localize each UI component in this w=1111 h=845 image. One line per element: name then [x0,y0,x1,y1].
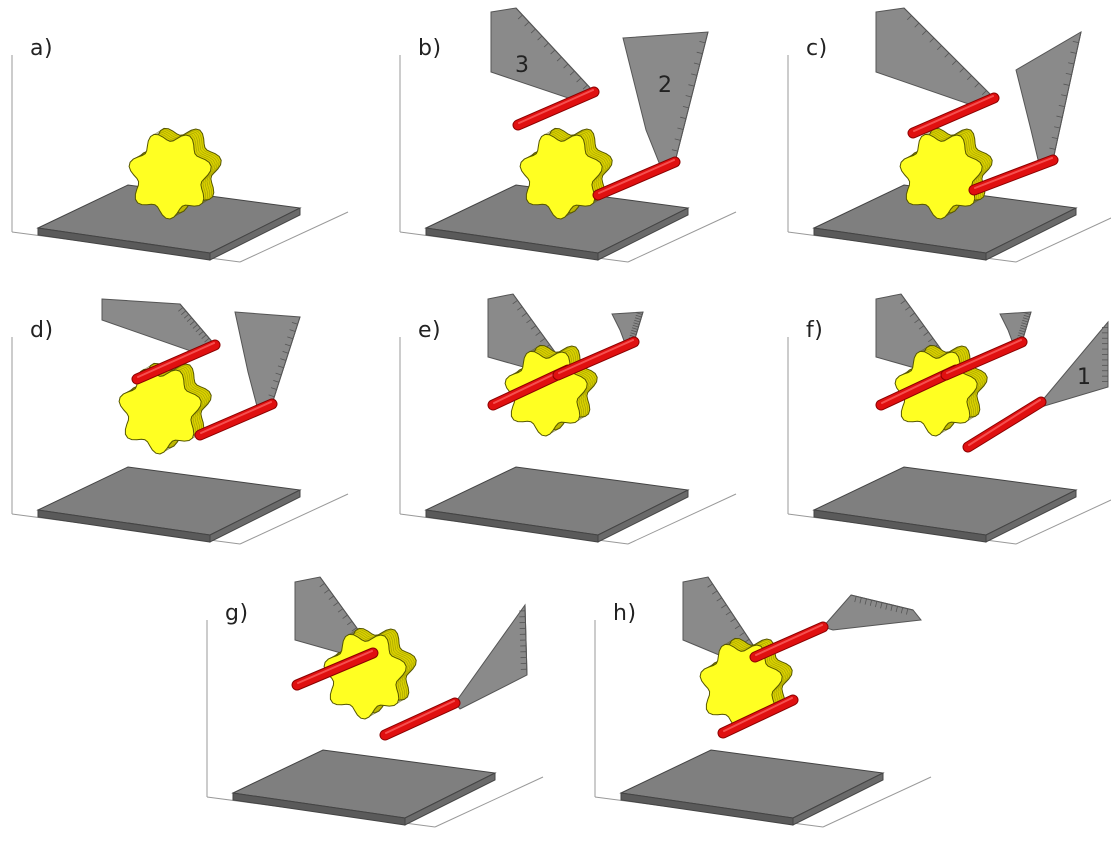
panel-scene [786,10,1076,280]
gripper-rod-1 [913,96,994,133]
panel-label: f) [806,318,823,343]
base-plate [426,467,688,542]
gripper-3 [1041,322,1108,407]
panel-g: g) [205,575,495,845]
gripper-2 [235,312,300,410]
base-plate [38,467,300,542]
panel-label: e) [418,318,441,343]
panel-b: 3 2 b) [398,10,688,280]
panel-label: a) [30,36,53,61]
gripper-2 [455,605,527,709]
panel-label: d) [30,318,54,343]
panel-e: e) [398,292,688,562]
gripper-1 [876,8,994,108]
gripper-rod-1 [518,90,594,125]
panel-a: a) [10,10,300,280]
base-plate [621,750,883,825]
gripper-number-label: 3 [515,53,529,78]
gripper-rod-2 [385,701,455,735]
panel-label: g) [225,601,249,626]
gripper-number-label: 2 [658,73,672,98]
panel-label: h) [613,601,637,626]
panel-scene: 1 [786,292,1076,562]
panel-h: h) [593,575,883,845]
base-plate [233,750,495,825]
panel-label: b) [418,36,442,61]
gripper-2 [823,595,921,630]
panel-scene [398,292,688,562]
panel-d: d) [10,292,300,562]
gripper-2 [1016,32,1081,168]
gripper-2 [623,32,708,170]
gripper-1 [491,8,594,102]
panel-label: c) [806,36,828,61]
panel-scene [10,10,300,280]
gripper-number-label: 1 [1077,365,1091,390]
gripper-rod-2 [200,402,272,435]
panel-c: c) [786,10,1076,280]
base-plate [814,467,1076,542]
